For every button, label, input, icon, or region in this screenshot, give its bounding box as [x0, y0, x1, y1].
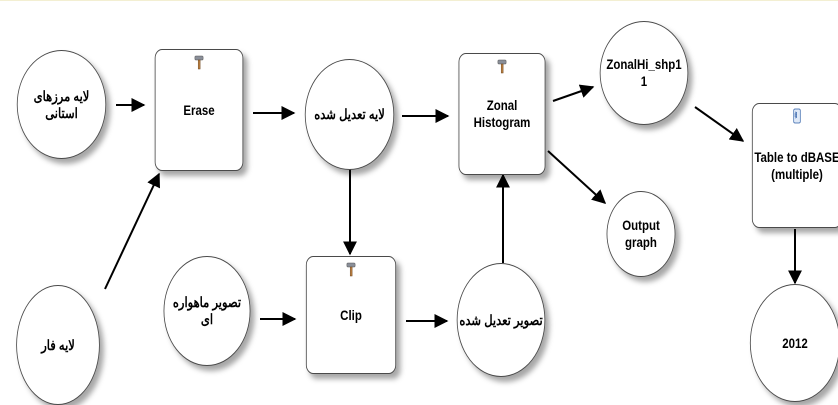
- tool-erase[interactable]: Erase: [154, 49, 244, 171]
- tool-clip[interactable]: Clip: [305, 256, 397, 374]
- tool-label: Clip: [340, 306, 362, 323]
- arrow-farm-to-erase: [104, 172, 160, 290]
- hammer-icon: [346, 262, 356, 277]
- arrow-zonal-to-output-graph: [547, 150, 607, 204]
- node-zonalhi-shp[interactable]: ZonalHi_shp1 1: [599, 21, 689, 125]
- node-label: 2012: [782, 334, 808, 351]
- node-output-graph[interactable]: Output graph: [606, 191, 676, 277]
- node-label: ZonalHi_shp1 1: [606, 56, 682, 89]
- node-2012[interactable]: 2012: [749, 284, 838, 402]
- node-label: تصویر تعدیل شده: [459, 311, 543, 328]
- node-edited-image[interactable]: تصویر تعدیل شده: [456, 263, 546, 377]
- arrow-zonalhi-to-table: [694, 106, 745, 142]
- tool-table-to-dbase[interactable]: Table to dBASE (multiple): [751, 103, 838, 228]
- node-label: لایه مرزهای استانی: [33, 87, 90, 121]
- tool-label: Erase: [183, 101, 215, 118]
- node-label: Output graph: [622, 217, 660, 250]
- hammer-icon: [497, 59, 507, 74]
- tool-zonal-histogram[interactable]: Zonal Histogram: [458, 53, 546, 175]
- tool-label: Table to dBASE (multiple): [754, 148, 838, 182]
- node-satellite-image[interactable]: تصویر ماهواره ای: [163, 256, 251, 366]
- node-label: تصویر ماهواره ای: [172, 294, 242, 327]
- node-province-boundary-layer[interactable]: لایه مرزهای استانی: [16, 50, 107, 159]
- node-farm-layer[interactable]: لایه فار: [16, 285, 100, 405]
- tool-label: Zonal Histogram: [473, 97, 531, 130]
- node-label: لایه فار: [41, 336, 75, 353]
- hammer-icon: [194, 55, 204, 70]
- arrow-zonal-to-zonalhi: [552, 84, 595, 102]
- node-label: لایه تعدیل شده: [314, 106, 385, 122]
- script-icon: [793, 108, 801, 124]
- node-edited-layer[interactable]: لایه تعدیل شده: [304, 59, 395, 170]
